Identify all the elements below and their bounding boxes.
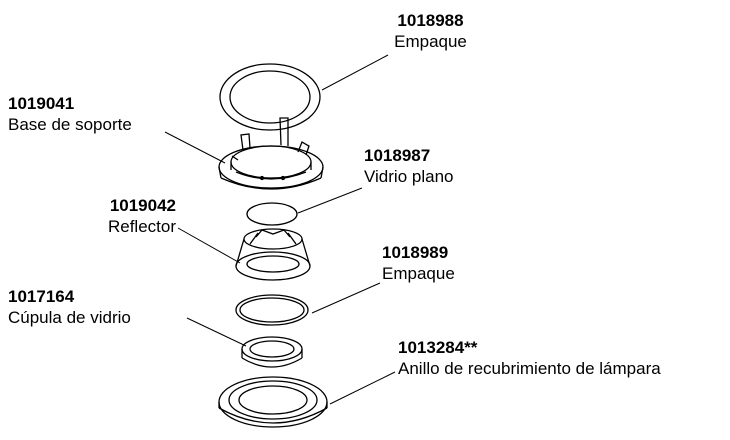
label-glass-dome: 1017164 Cúpula de vidrio	[8, 286, 131, 328]
part-number: 1018988	[397, 11, 464, 30]
label-support-base: 1019041 Base de soporte	[8, 93, 132, 135]
leader-flat-glass	[297, 187, 363, 214]
part-number: 1017164	[8, 287, 75, 306]
gasket-top-part	[219, 63, 321, 131]
part-name: Vidrio plano	[364, 167, 454, 186]
leader-glass-dome	[186, 317, 247, 347]
part-number: 1019042	[109, 196, 176, 215]
label-flat-glass: 1018987 Vidrio plano	[364, 145, 453, 187]
label-gasket-mid: 1018989 Empaque	[382, 242, 455, 284]
leader-gasket-top	[321, 54, 389, 91]
label-reflector: 1019042 Reflector	[80, 195, 176, 237]
part-name: Cúpula de vidrio	[8, 308, 131, 327]
leader-trim-ring	[329, 371, 396, 405]
trim-ring-part	[218, 376, 328, 428]
gasket-mid-part	[235, 294, 309, 326]
leader-reflector	[177, 227, 241, 264]
part-number: 1019041	[8, 94, 75, 113]
reflector-part	[235, 228, 311, 281]
part-number: 1018989	[382, 243, 449, 262]
part-name: Base de soporte	[8, 115, 132, 134]
leader-gasket-mid	[311, 282, 381, 314]
label-trim-ring: 1013284** Anillo de recubrimiento de lám…	[398, 337, 661, 379]
part-number: 1018987	[364, 146, 431, 165]
part-name: Empaque	[382, 264, 455, 283]
glass-dome-part	[241, 336, 303, 368]
part-name: Anillo de recubrimiento de lámpara	[398, 359, 661, 378]
part-name: Empaque	[394, 32, 467, 51]
leader-support-base	[164, 131, 226, 164]
part-name: Reflector	[107, 217, 176, 236]
label-gasket-top: 1018988 Empaque	[388, 10, 473, 52]
flat-glass-part	[246, 202, 298, 226]
part-number: 1013284**	[398, 338, 478, 357]
support-base-part	[218, 117, 324, 190]
